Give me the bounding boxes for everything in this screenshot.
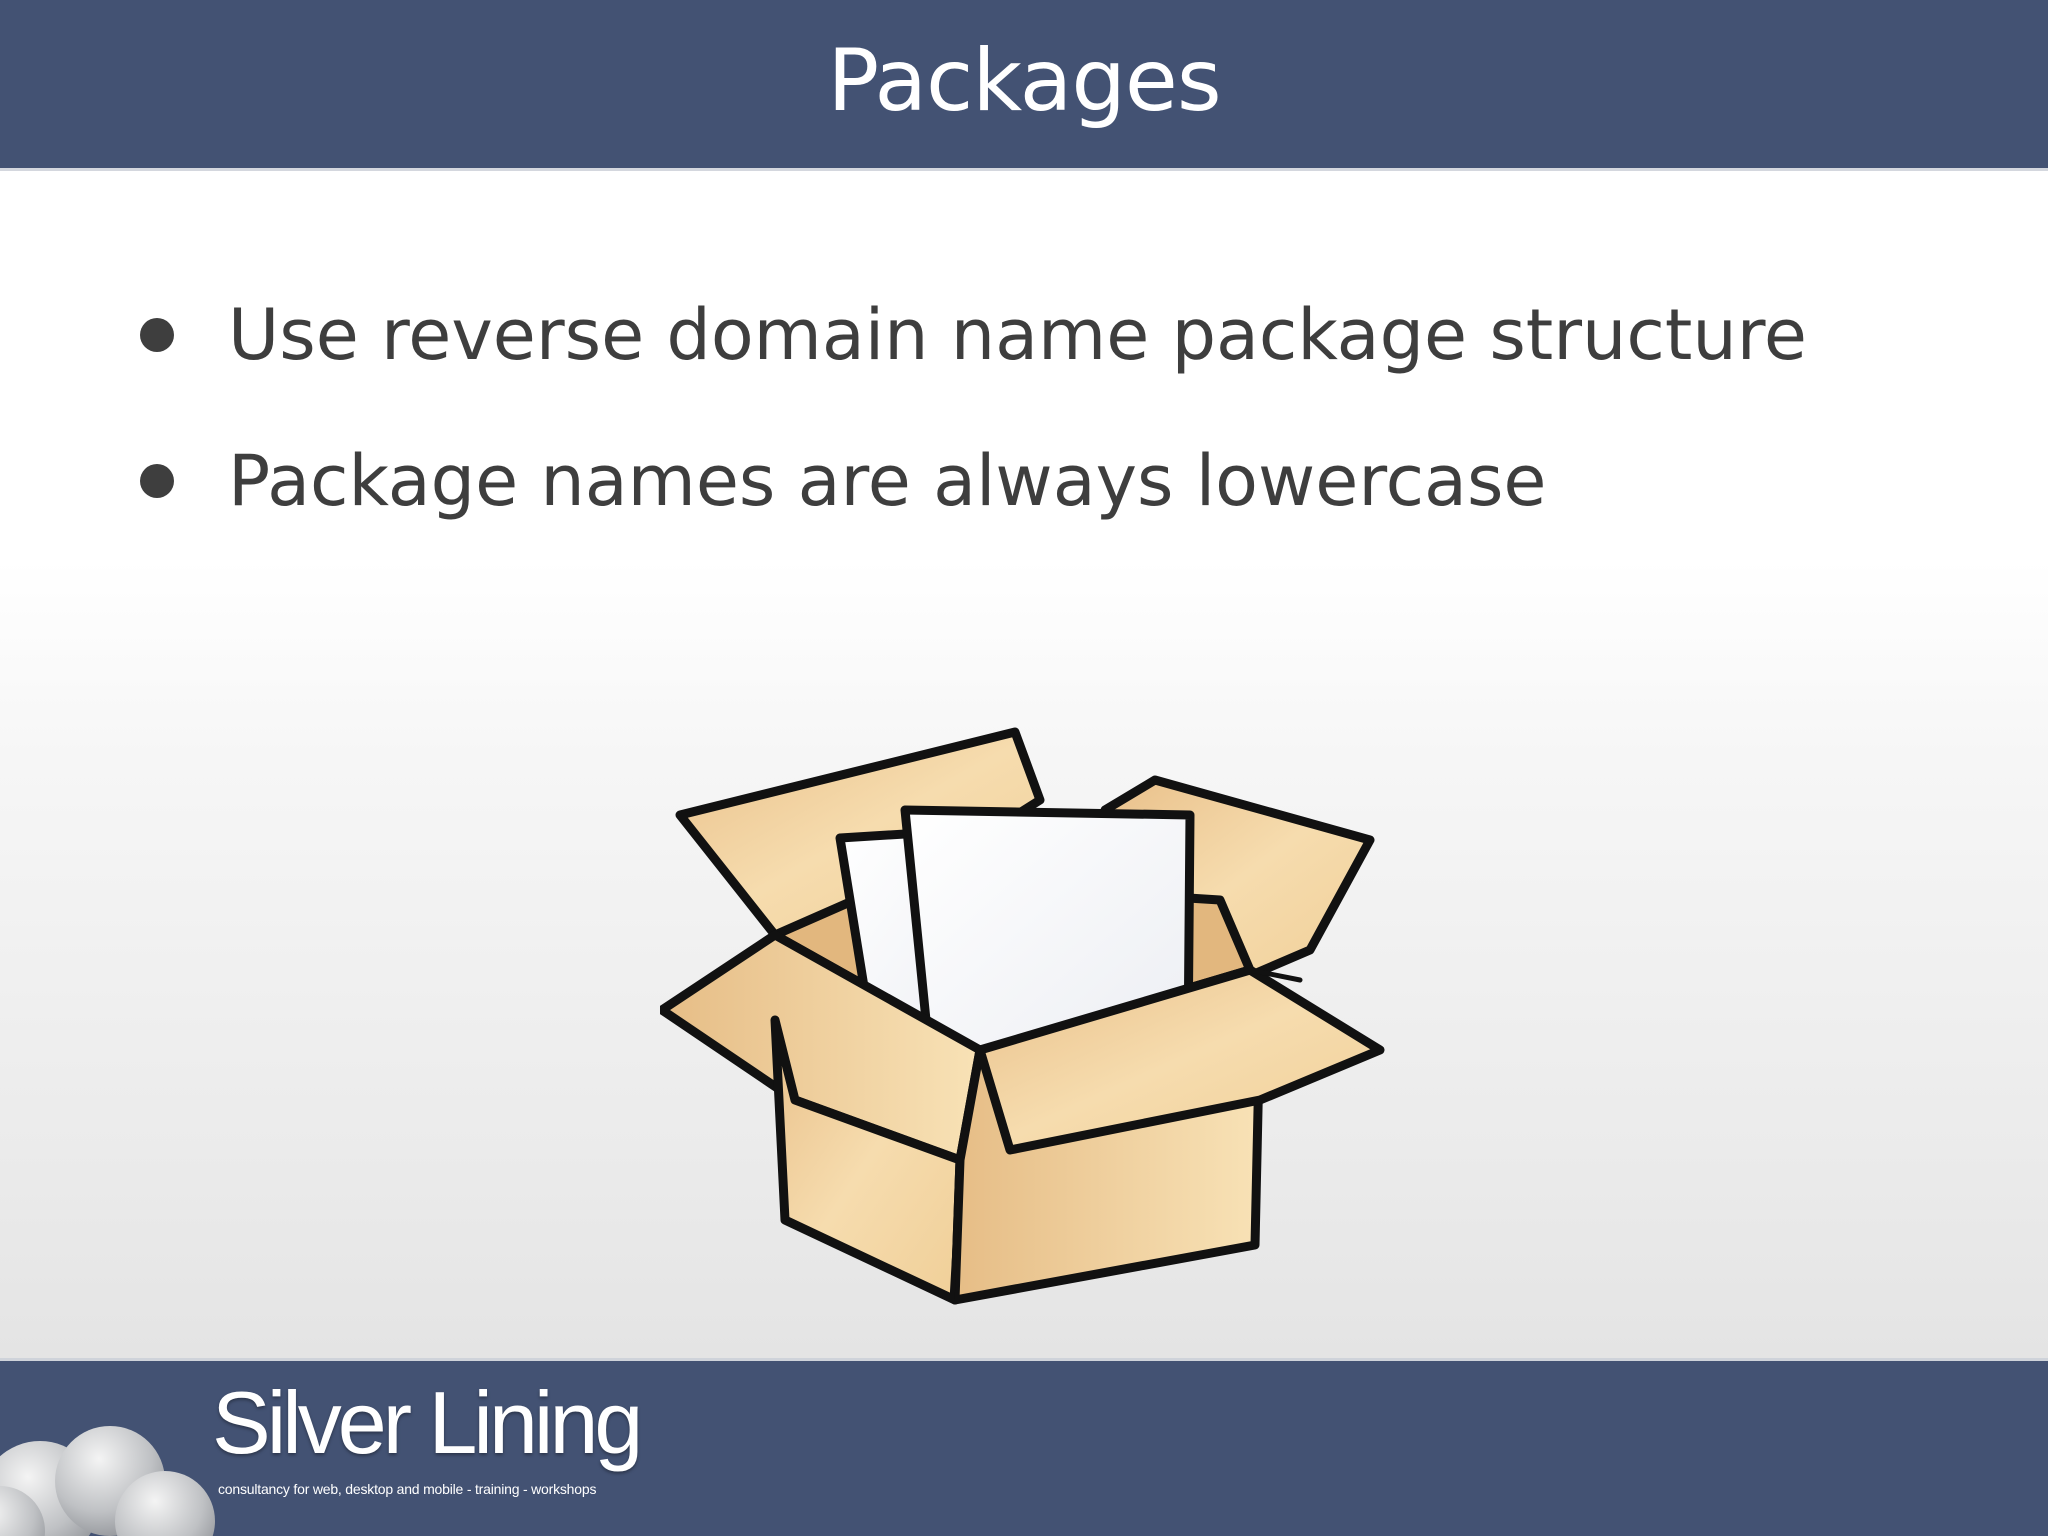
bullet-dot <box>140 464 174 498</box>
open-cardboard-box-icon <box>660 727 1385 1305</box>
brand-tagline: consultancy for web, desktop and mobile … <box>218 1481 597 1497</box>
bullet-text: Package names are always lowercase <box>228 440 1547 522</box>
bullet-text: Use reverse domain name package structur… <box>228 294 1807 376</box>
bullet-item: Use reverse domain name package structur… <box>140 262 2000 408</box>
bullet-list: Use reverse domain name package structur… <box>140 262 2000 554</box>
slide-header: Packages <box>0 0 2048 171</box>
bullet-dot <box>140 318 174 352</box>
slide-title: Packages <box>827 31 1221 131</box>
slide-footer: Silver Lining consultancy for web, deskt… <box>0 1358 2048 1536</box>
bullet-item: Package names are always lowercase <box>140 408 2000 554</box>
brand-logo-text: Silver Lining <box>212 1373 643 1472</box>
cloud-icon <box>0 1426 215 1536</box>
